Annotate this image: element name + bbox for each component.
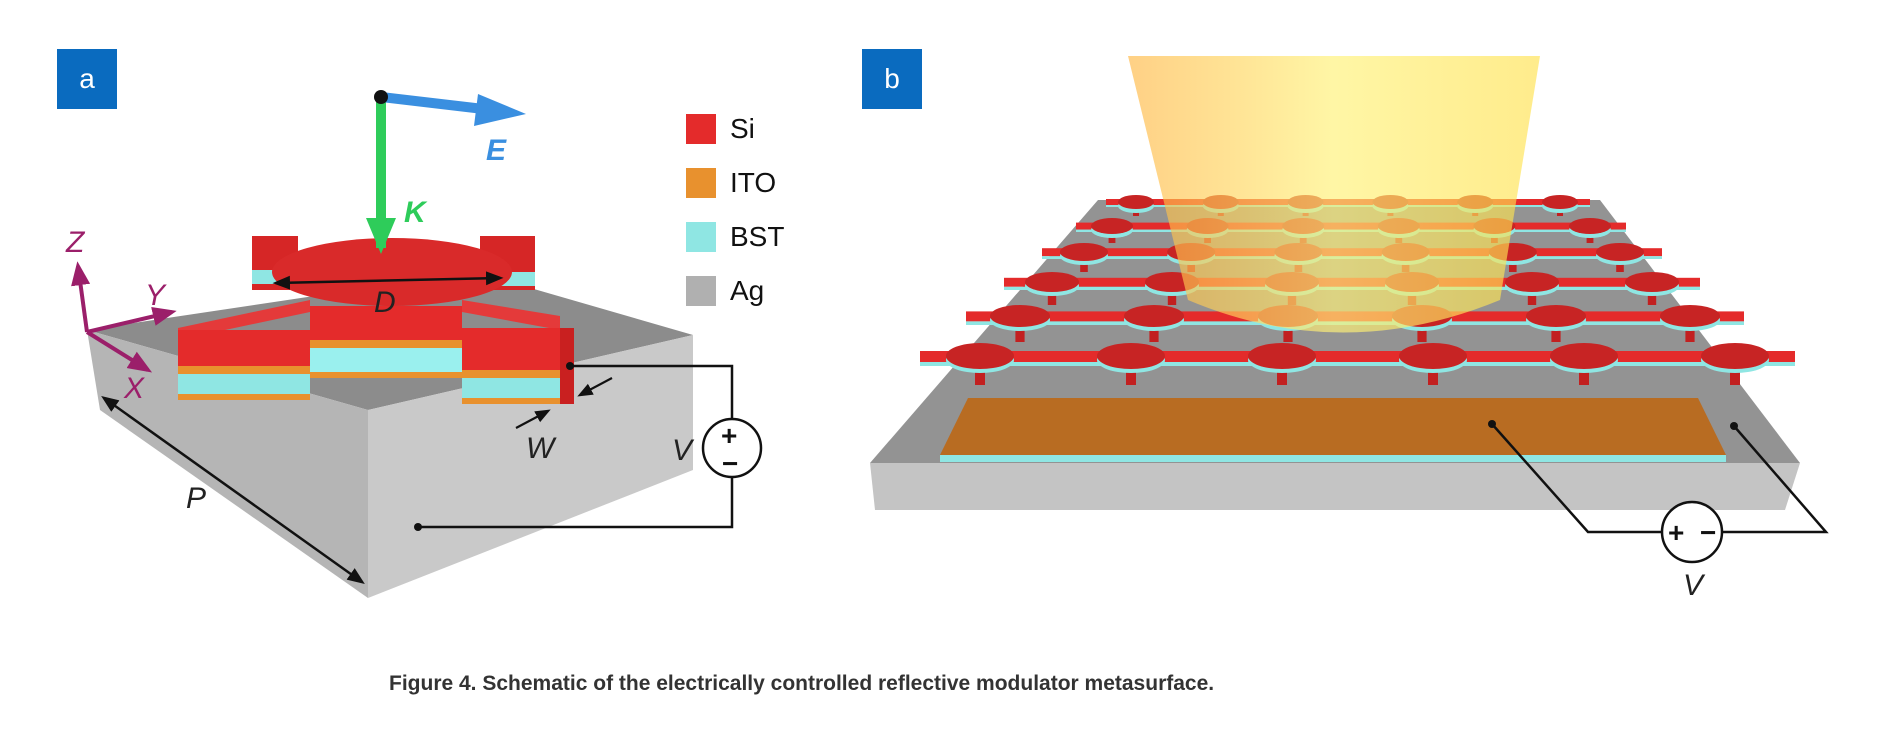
v-label-b: V bbox=[1683, 569, 1706, 602]
wire-node-top bbox=[566, 362, 574, 370]
w-label: W bbox=[526, 432, 557, 465]
front-right-arm-ito-bottom bbox=[462, 398, 574, 404]
circuit-wire-top bbox=[570, 364, 734, 418]
resonator-disk bbox=[1596, 243, 1644, 261]
front-right-arm-ito bbox=[462, 370, 574, 378]
array-substrate-front bbox=[870, 463, 1800, 510]
x-axis-label: X bbox=[123, 372, 145, 405]
panel-b-diagram: + − V bbox=[870, 56, 1829, 602]
voltage-b-minus: − bbox=[1700, 517, 1716, 548]
d-dimension-arrow bbox=[272, 271, 504, 290]
legend-label: ITO bbox=[730, 167, 777, 198]
e-label: E bbox=[486, 134, 507, 167]
voltage-minus: − bbox=[722, 448, 738, 479]
resonator-disk bbox=[990, 305, 1050, 327]
disk-ito bbox=[310, 340, 462, 348]
z-axis bbox=[71, 261, 91, 333]
resonator-disk bbox=[946, 343, 1014, 369]
front-right-arm bbox=[462, 328, 574, 370]
e-vector-arrow bbox=[380, 92, 493, 115]
legend-swatch bbox=[686, 168, 716, 198]
k-arrowhead bbox=[366, 218, 396, 254]
front-left-arm bbox=[178, 330, 310, 372]
circuit-b-left-wire bbox=[1491, 423, 1662, 534]
front-right-arm-bst bbox=[462, 378, 574, 398]
resonator-disk bbox=[1248, 343, 1316, 369]
w-arrow-left bbox=[515, 409, 551, 429]
legend-label: Ag bbox=[730, 275, 765, 306]
resonator-disk bbox=[1118, 195, 1154, 209]
circuit-b-right-wire bbox=[1722, 425, 1829, 534]
panel-a-badge: a bbox=[57, 49, 117, 109]
substrate-right-face bbox=[368, 335, 693, 598]
resonator-disk bbox=[1569, 218, 1611, 234]
legend-swatch bbox=[686, 222, 716, 252]
voltage-source-b-icon bbox=[1660, 500, 1724, 564]
wire-node-bottom bbox=[414, 523, 422, 531]
resonator-disk bbox=[1526, 305, 1586, 327]
circuit-wire-bottom bbox=[418, 478, 734, 529]
array-row-line bbox=[920, 351, 1795, 362]
p-label: P bbox=[186, 482, 206, 515]
legend-item-bst: BST bbox=[686, 210, 784, 264]
k-label: K bbox=[404, 196, 428, 229]
resonator-disk bbox=[1399, 343, 1467, 369]
incident-light-beam bbox=[1128, 56, 1540, 333]
panel-b-badge: b bbox=[862, 49, 922, 109]
legend-item-ito: ITO bbox=[686, 156, 784, 210]
p-dimension-arrow bbox=[101, 395, 365, 585]
panel-a-diagram: D W P + − V K E Z Y X bbox=[65, 90, 763, 598]
voltage-source-icon bbox=[701, 417, 763, 479]
resonator-disk bbox=[1124, 305, 1184, 327]
legend-item-ag: Ag bbox=[686, 264, 784, 318]
v-label-a: V bbox=[672, 434, 695, 467]
resonator-disk bbox=[1542, 195, 1578, 209]
front-left-arm-ito-bottom bbox=[178, 394, 310, 400]
y-axis-label: Y bbox=[145, 279, 167, 312]
array-row-bst bbox=[920, 362, 1795, 366]
x-axis bbox=[85, 330, 153, 373]
legend-swatch bbox=[686, 114, 716, 144]
e-arrowhead bbox=[474, 94, 526, 126]
resonator-disk bbox=[1025, 272, 1079, 292]
resonator-disk bbox=[1060, 243, 1108, 261]
front-left-arm-ito bbox=[178, 366, 310, 374]
y-axis bbox=[86, 307, 177, 334]
legend-swatch bbox=[686, 276, 716, 306]
figure-caption: Figure 4. Schematic of the electrically … bbox=[389, 672, 1215, 695]
w-arrow-right bbox=[577, 377, 613, 397]
resonator-disk bbox=[1505, 272, 1559, 292]
resonator-disk bbox=[1625, 272, 1679, 292]
wave-origin-dot bbox=[374, 90, 388, 104]
front-left-arm-bst bbox=[178, 374, 310, 394]
disk-bst bbox=[310, 348, 462, 372]
resonator-disk bbox=[1550, 343, 1618, 369]
resonator-disk bbox=[1097, 343, 1165, 369]
front-right-arm-top bbox=[462, 300, 560, 330]
disk-ito-bottom bbox=[310, 372, 462, 378]
electrode-strip-edge bbox=[940, 455, 1726, 462]
voltage-plus: + bbox=[721, 420, 737, 451]
legend-item-si: Si bbox=[686, 102, 784, 156]
resonator-disk bbox=[1091, 218, 1133, 234]
legend-label: Si bbox=[730, 113, 755, 144]
d-label: D bbox=[374, 286, 396, 319]
resonator-disk bbox=[1660, 305, 1720, 327]
voltage-b-plus: + bbox=[1668, 517, 1684, 548]
resonator-disk bbox=[1701, 343, 1769, 369]
z-axis-label: Z bbox=[65, 226, 86, 259]
ito-electrode-strip bbox=[940, 398, 1726, 455]
legend-label: BST bbox=[730, 221, 785, 252]
